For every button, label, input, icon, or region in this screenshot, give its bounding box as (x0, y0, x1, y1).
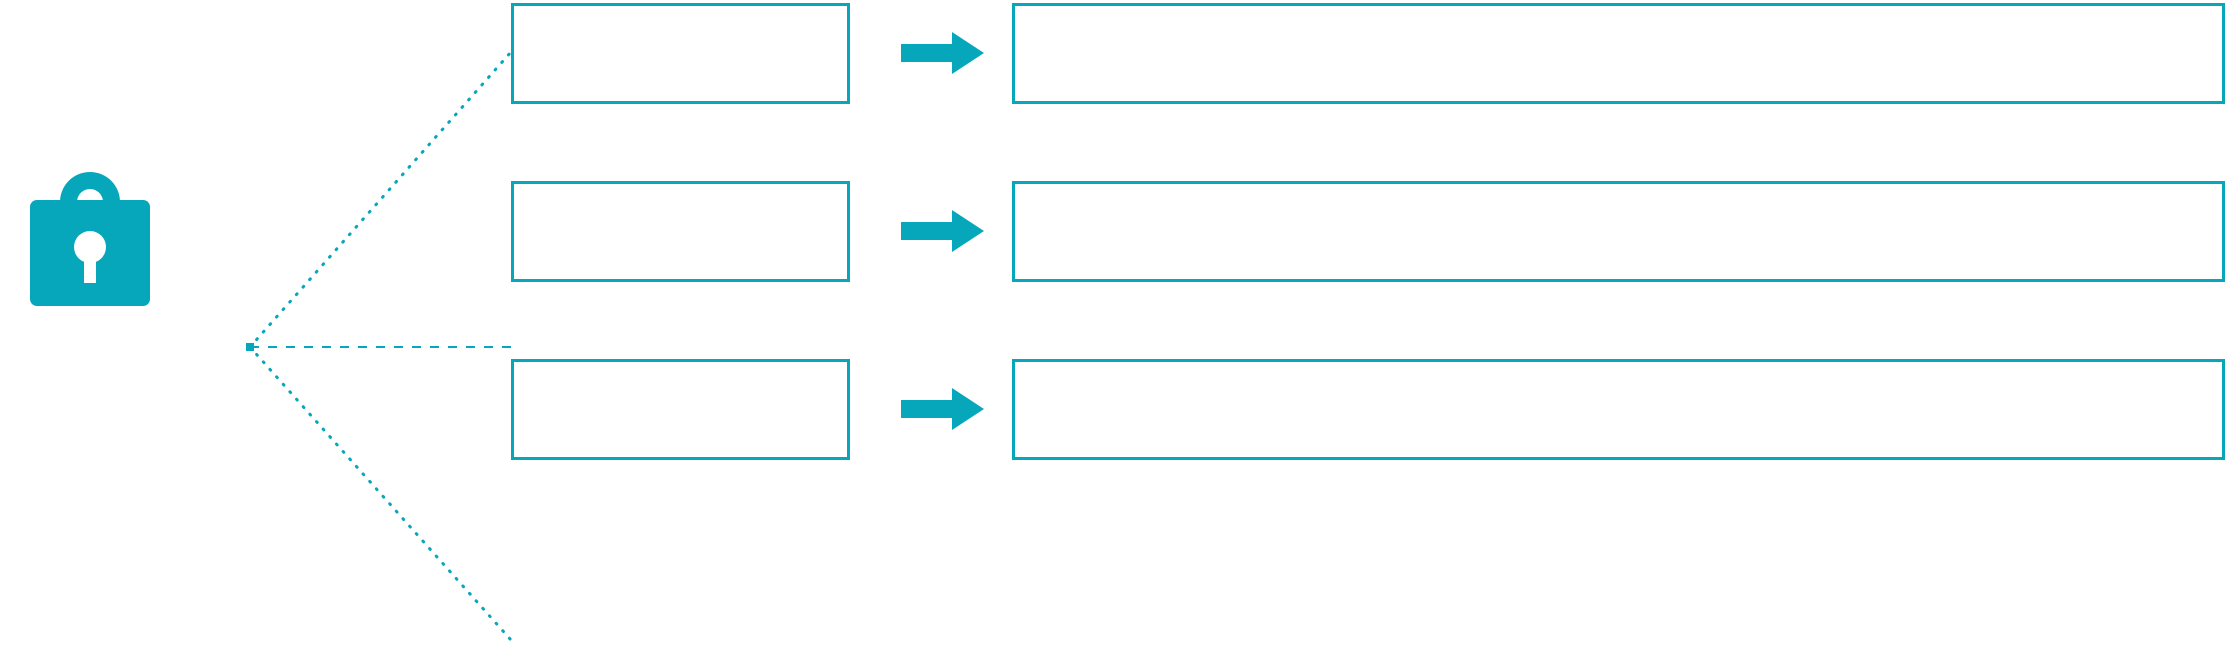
row-2-arrow-right-icon (901, 210, 984, 252)
connector-to-row-3 (248, 345, 513, 642)
row-1-target-box[interactable] (1012, 3, 2225, 104)
connector-origin-node (246, 343, 254, 351)
row-3-target-box[interactable] (1012, 359, 2225, 460)
row-3-arrow-right-icon (901, 388, 984, 430)
connector-group (246, 50, 513, 642)
row-2 (511, 181, 2225, 282)
row-3-source-box[interactable] (511, 359, 850, 460)
row-1 (511, 3, 2225, 104)
lock-icon (30, 172, 150, 306)
row-1-arrow-right-icon (901, 32, 984, 74)
row-1-source-box[interactable] (511, 3, 850, 104)
connector-to-row-1 (248, 50, 513, 349)
row-3 (511, 359, 2225, 460)
row-2-source-box[interactable] (511, 181, 850, 282)
row-2-target-box[interactable] (1012, 181, 2225, 282)
